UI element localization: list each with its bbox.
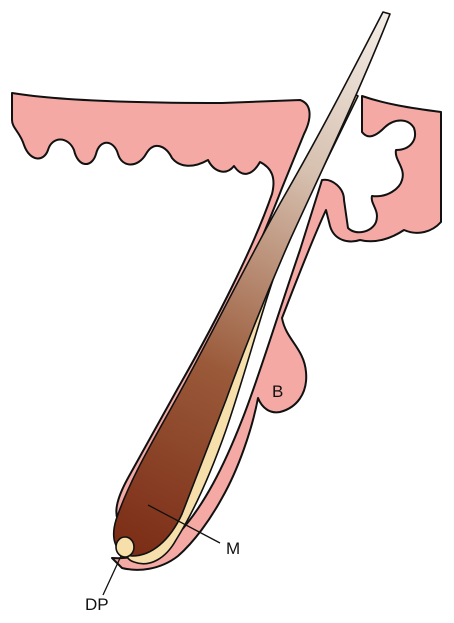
label-matrix: M bbox=[226, 540, 240, 557]
label-bulge: B bbox=[272, 383, 283, 400]
dp-leader-line bbox=[103, 556, 121, 595]
hair-shaft bbox=[114, 12, 390, 556]
label-dermal-papilla: DP bbox=[85, 596, 109, 613]
dermal-papilla bbox=[116, 537, 134, 557]
